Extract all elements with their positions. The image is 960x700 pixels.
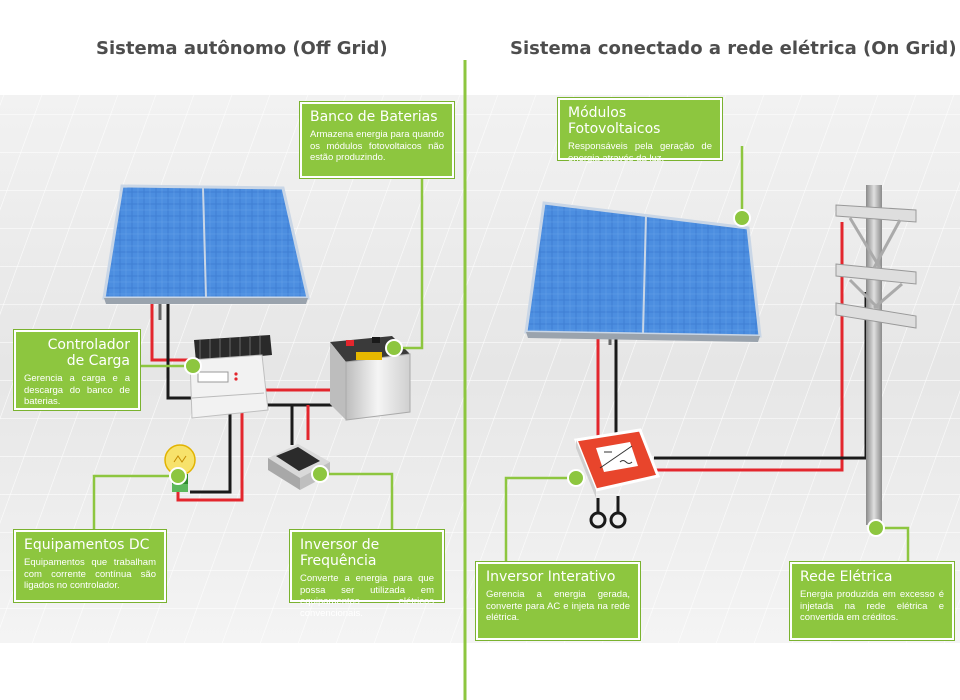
callout-inversor-interativo: Inversor Interativo Gerencia a energia g…: [476, 562, 640, 640]
callout-text: Converte a energia para que possa ser ut…: [300, 573, 434, 619]
charge-controller-icon: [189, 335, 272, 419]
solar-panel-icon: [524, 201, 762, 345]
callout-inversor-frequencia: Inversor de Frequência Converte a energi…: [290, 530, 444, 619]
callout-text: Responsáveis pela geração de energia atr…: [568, 141, 712, 164]
callout-title: Inversor de Frequência: [300, 537, 380, 569]
connector-dots-off-grid: [169, 339, 403, 485]
callout-title: Equipamentos DC: [24, 537, 150, 553]
connector-dots-on-grid: [567, 209, 885, 537]
wire-panel-positive: [150, 298, 192, 362]
callout-modulos-fotovoltaicos: Módulos Fotovoltaicos Responsáveis pela …: [558, 98, 722, 164]
callout-text: Energia produzida em excesso é injetada …: [800, 589, 944, 623]
grid-inverter-icon: [573, 428, 661, 529]
connectors-on-grid: [504, 146, 910, 562]
callout-title: Módulos Fotovoltaicos: [568, 105, 661, 137]
callout-title: Banco de Baterias: [310, 109, 438, 125]
wires-off-grid: [150, 298, 362, 502]
utility-pole-icon: [835, 185, 917, 525]
wire-panel-negative: [166, 298, 192, 400]
wire-load-positive: [176, 410, 244, 502]
callout-title-line2: de Carga: [66, 353, 130, 369]
callout-text: Equipamentos que trabalham com corrente …: [24, 557, 156, 591]
callout-text: Gerencia a energia gerada, converte para…: [486, 589, 630, 623]
wire-load-negative: [190, 410, 232, 494]
callout-rede-eletrica: Rede Elétrica Energia produzida em exces…: [790, 562, 954, 640]
off-grid-heading: Sistema autônomo (Off Grid): [96, 38, 388, 59]
callout-controlador-carga: Controlador de Carga Gerencia a carga e …: [14, 330, 140, 410]
callout-banco-baterias: Banco de Baterias Armazena energia para …: [300, 102, 454, 178]
callout-title-line1: Controlador: [47, 337, 130, 353]
callout-title: Rede Elétrica: [800, 569, 893, 585]
callout-text: Armazena energia para quando os módulos …: [310, 129, 444, 163]
callout-title: Inversor Interativo: [486, 569, 616, 585]
callout-text: Gerencia a carga e a descarga do banco d…: [24, 373, 130, 407]
solar-panel-icon: [102, 184, 310, 320]
connectors-off-grid: [92, 170, 424, 536]
callout-equipamentos-dc: Equipamentos DC Equipamentos que trabalh…: [14, 530, 166, 602]
on-grid-heading: Sistema conectado a rede elétrica (On Gr…: [510, 38, 957, 59]
